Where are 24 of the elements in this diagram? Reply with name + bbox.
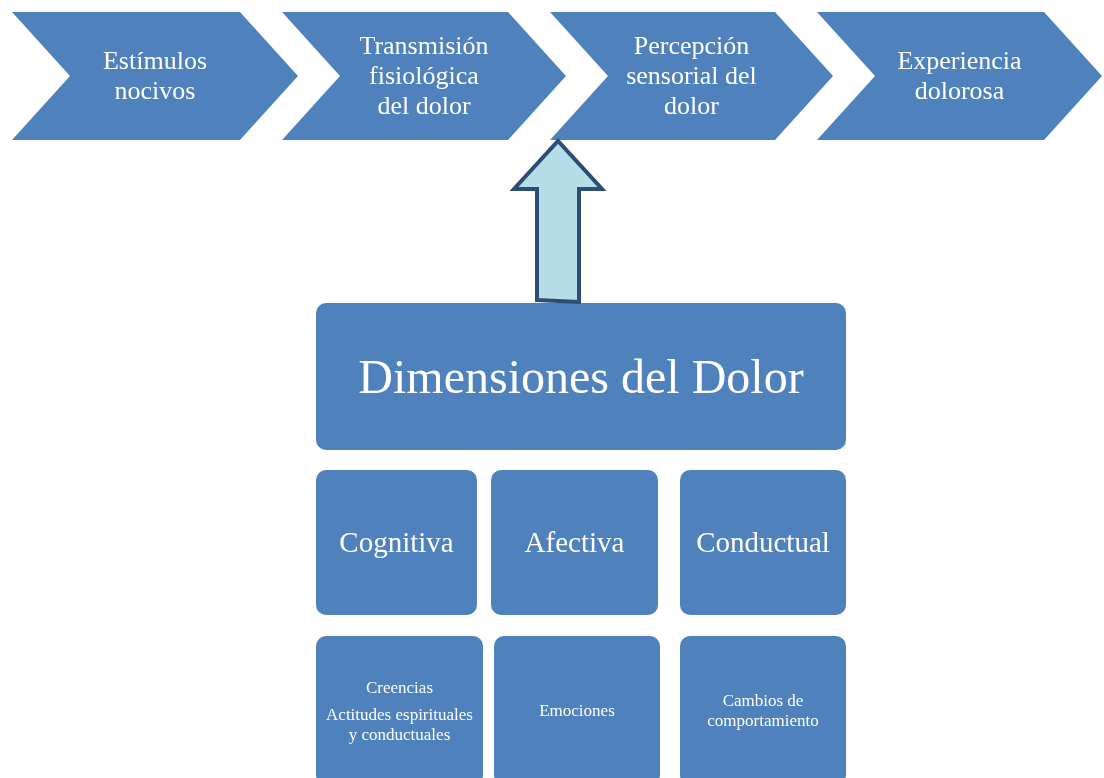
chevron-step — [282, 12, 566, 140]
box-text: Conductual — [696, 525, 830, 560]
box-text: Afectiva — [524, 525, 625, 560]
box-text: Cognitiva — [339, 525, 454, 560]
category-box — [680, 636, 846, 778]
box-text: Percepción sensorial del dolor — [625, 31, 758, 121]
category-box — [316, 470, 477, 615]
box-text: Transmisión fisiológica del dolor — [358, 31, 490, 121]
chevron-step — [12, 12, 298, 140]
box-text: Creencias — [366, 677, 433, 698]
box-text: Estímulos nocivos — [102, 46, 208, 106]
box-text: Emociones — [539, 701, 615, 721]
box-text: Actitudes espirituales y conductuales — [325, 705, 474, 745]
block-arrow — [509, 138, 607, 305]
box-text: Experiencia dolorosa — [896, 46, 1023, 106]
chevron-step — [550, 12, 833, 140]
category-box — [316, 636, 483, 778]
category-box — [494, 636, 660, 778]
header-box — [316, 303, 846, 450]
chevron-step — [817, 12, 1102, 140]
category-box — [491, 470, 658, 615]
box-text: Cambios de comportamiento — [706, 691, 820, 731]
box-text: Dimensiones del Dolor — [358, 348, 804, 405]
category-box — [680, 470, 846, 615]
